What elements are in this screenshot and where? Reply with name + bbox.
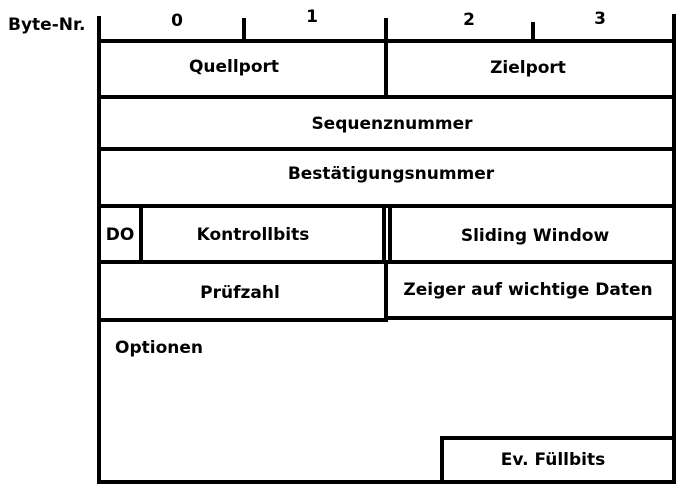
ruler-tick-byte-3 <box>531 22 535 42</box>
fuellbits-box <box>440 436 676 484</box>
ruler-tick-start <box>97 16 101 42</box>
divider-row5 <box>384 260 388 322</box>
ruler-tick-end <box>672 14 676 42</box>
byte-label-1: 1 <box>306 7 318 27</box>
byte-label-0: 0 <box>171 11 183 31</box>
field-bestaetigungsnummer: Bestätigungsnummer <box>287 164 495 184</box>
field-pruefzahl: Prüfzahl <box>200 283 280 303</box>
divider-do <box>139 204 143 262</box>
field-kontrollbits: Kontrollbits <box>196 225 310 245</box>
field-zielport: Zielport <box>490 58 566 78</box>
row-separator-5-right <box>384 316 676 320</box>
field-zeiger: Zeiger auf wichtige Daten <box>403 280 653 300</box>
ruler-tick-byte-2 <box>384 18 388 42</box>
row-separator-1 <box>97 95 676 99</box>
ruler-tick-byte-1 <box>242 18 246 42</box>
divider-row1 <box>384 39 388 97</box>
field-quellport: Quellport <box>188 57 280 77</box>
field-do: DO <box>105 225 135 245</box>
row-separator-3 <box>97 204 676 208</box>
divider-row4-right <box>388 204 392 262</box>
field-sequenznummer: Sequenznummer <box>311 114 473 134</box>
row-separator-2 <box>97 147 676 151</box>
byte-number-label: Byte-Nr. <box>8 15 86 35</box>
row-separator-5-left <box>97 318 388 322</box>
field-optionen: Optionen <box>115 338 203 358</box>
byte-label-3: 3 <box>594 9 606 29</box>
divider-row4-left <box>382 204 386 262</box>
field-fuellbits: Ev. Füllbits <box>500 450 606 470</box>
field-sliding-window: Sliding Window <box>460 226 610 246</box>
byte-label-2: 2 <box>463 10 475 30</box>
